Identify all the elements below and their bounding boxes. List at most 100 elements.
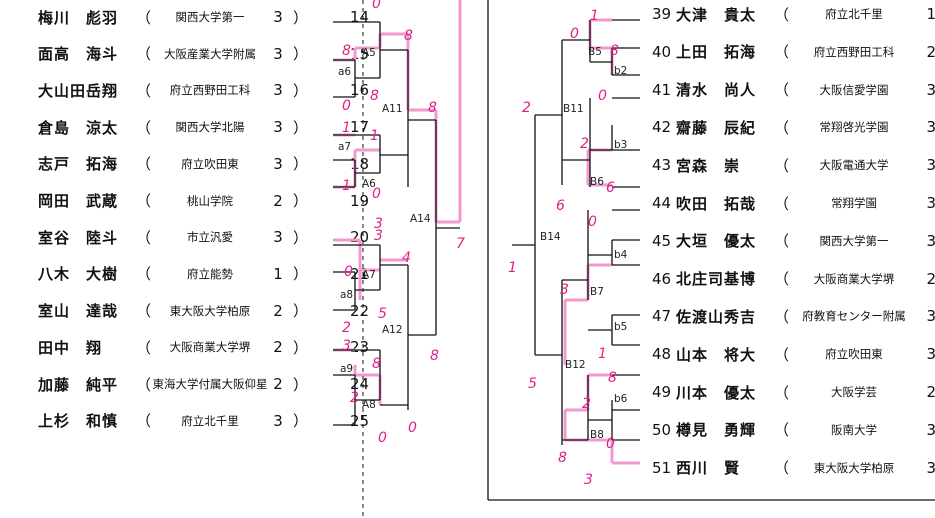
player-name: 樽見 勇輝 xyxy=(676,421,757,440)
paren-open: （ xyxy=(774,81,790,100)
score-mark: 7 xyxy=(456,236,465,252)
school-name: 大阪信愛学園 xyxy=(819,82,889,97)
score-mark: 0 xyxy=(570,26,579,42)
match-label: B5 xyxy=(588,46,602,58)
score-mark: 1 xyxy=(342,120,351,136)
match-label: A8 xyxy=(362,399,376,411)
player-name: 川本 優太 xyxy=(676,383,757,402)
grade: 3 xyxy=(926,345,935,364)
seed-number: 49 xyxy=(652,383,672,401)
paren-open: （ xyxy=(774,459,790,478)
score-mark: 3 xyxy=(584,472,593,488)
match-label: A11 xyxy=(382,103,403,115)
score-mark: 1 xyxy=(590,8,599,24)
paren-open: （ xyxy=(774,118,790,137)
grade: 2 xyxy=(926,269,935,288)
score-mark: 8 xyxy=(608,370,617,386)
school-name: 市立汎愛 xyxy=(187,230,234,245)
match-label: B7 xyxy=(590,286,604,298)
score-mark: 2 xyxy=(342,320,351,336)
score-mark: 8 xyxy=(370,88,379,104)
paren-open: （ xyxy=(136,228,152,247)
grade: 3 xyxy=(926,231,935,250)
seed-number: 23 xyxy=(350,338,370,357)
score-mark: 3 xyxy=(560,282,569,298)
grade: 3 xyxy=(273,411,283,430)
score-mark: 1 xyxy=(342,178,351,194)
grade: 2 xyxy=(273,338,283,357)
seed-number: 51 xyxy=(652,458,672,477)
paren-close: ） xyxy=(293,338,309,357)
paren-close: ） xyxy=(293,118,309,137)
match-label: A7 xyxy=(362,269,376,281)
seed-number: 45 xyxy=(652,231,672,250)
player-name: 大山田岳翔 xyxy=(38,81,119,100)
match-label: b4 xyxy=(614,249,628,261)
grade: 3 xyxy=(926,420,935,439)
player-name: 大垣 優太 xyxy=(676,232,757,251)
score-mark: 1 xyxy=(370,128,379,144)
match-label: A12 xyxy=(382,324,403,336)
school-name: 桃山学院 xyxy=(187,193,234,208)
school-name: 府立西野田工科 xyxy=(813,44,895,59)
score-mark: 0 xyxy=(372,186,381,202)
player-name: 上杉 和慎 xyxy=(38,412,119,431)
score-mark: 8 xyxy=(342,43,351,59)
paren-open: （ xyxy=(774,345,790,364)
school-name: 関西大学第一 xyxy=(175,10,245,24)
grade: 3 xyxy=(926,307,935,326)
grade: 3 xyxy=(273,44,283,63)
grade: 3 xyxy=(926,458,935,477)
paren-open: （ xyxy=(136,81,152,100)
paren-open: （ xyxy=(774,5,790,24)
paren-open: （ xyxy=(774,194,790,213)
seed-number: 39 xyxy=(652,5,672,23)
player-name: 倉島 涼太 xyxy=(38,118,119,137)
score-mark: 8 xyxy=(430,348,439,364)
score-mark: 6 xyxy=(556,198,565,214)
school-name: 大阪商業大学堺 xyxy=(813,271,895,286)
school-name: 関西大学北陽 xyxy=(175,120,245,135)
player-name: 北庄司基博 xyxy=(676,270,757,289)
player-name: 室谷 陸斗 xyxy=(38,228,119,247)
player-name: 岡田 武蔵 xyxy=(38,192,119,210)
school-name: 大阪電通大学 xyxy=(819,158,889,173)
seed-number: 20 xyxy=(350,228,370,247)
score-mark: 6 xyxy=(606,180,615,196)
seed-number: 41 xyxy=(652,80,672,99)
school-name: 阪南大学 xyxy=(831,422,877,437)
player-name: 志戸 拓海 xyxy=(38,155,119,174)
paren-open: （ xyxy=(136,155,152,174)
paren-open: （ xyxy=(136,375,152,394)
school-name: 府立西野田工科 xyxy=(169,83,251,98)
paren-open: （ xyxy=(774,232,790,251)
paren-open: （ xyxy=(774,156,790,175)
seed-number: 50 xyxy=(652,420,672,439)
seed-number: 47 xyxy=(652,307,672,326)
paren-open: （ xyxy=(774,383,790,402)
paren-close: ） xyxy=(293,375,309,394)
score-mark: 0 xyxy=(408,420,417,436)
grade: 2 xyxy=(273,301,283,320)
match-label: B8 xyxy=(590,429,604,441)
player-name: 西川 賢 xyxy=(676,459,741,478)
paren-open: （ xyxy=(136,8,152,27)
player-name: 清水 尚人 xyxy=(676,81,757,100)
paren-close: ） xyxy=(293,302,309,321)
school-name: 東海大学付属大阪仰星 xyxy=(152,377,268,391)
handwritten-scores: 0 8 8 0 8 8 1 1 1 0 7 3 3 0 4 2 5 8 3 8 … xyxy=(342,0,619,488)
school-name: 大阪産業大学附属 xyxy=(164,46,257,61)
grade: 2 xyxy=(926,42,935,61)
school-name: 常翔啓光学園 xyxy=(819,120,889,135)
